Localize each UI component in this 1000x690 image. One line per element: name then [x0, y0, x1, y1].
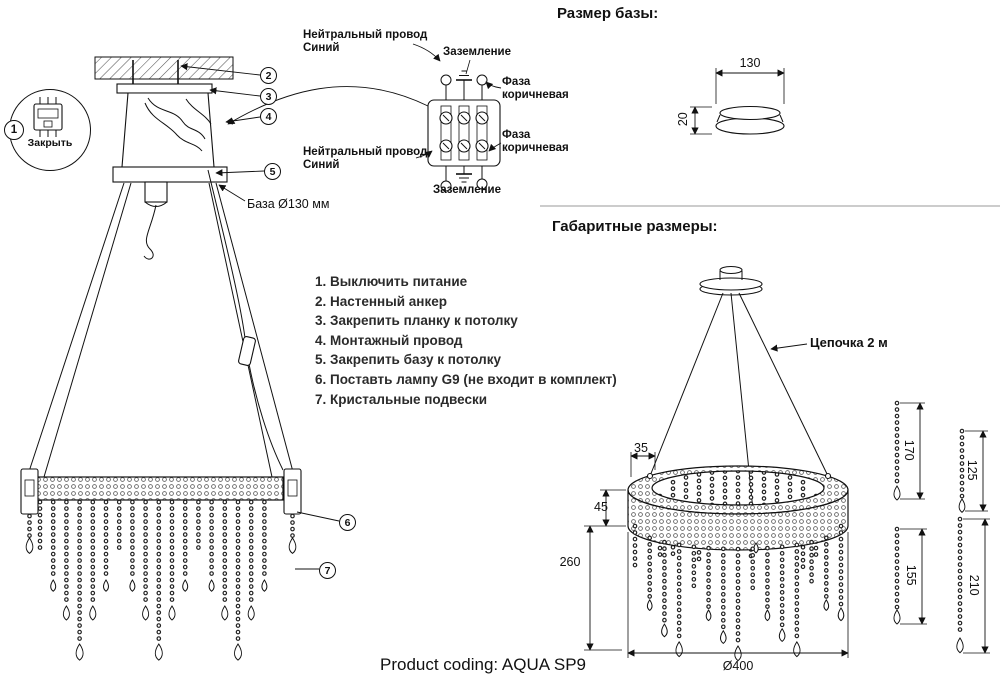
switch-label: Закрыть	[27, 137, 73, 149]
ground-label-bottom: Заземление	[433, 184, 502, 196]
dim-diameter: Ø400	[722, 659, 754, 673]
dim-strand-a: 170	[902, 439, 917, 461]
chain-length-label: Цепочка 2 м	[810, 335, 888, 350]
ring-deco	[753, 542, 759, 554]
callout-7: 7	[319, 562, 336, 579]
dim-ring-height: 45	[594, 500, 608, 514]
wiring-drawing	[227, 43, 502, 192]
instruction-item: 3. Закрепить планку к потолку	[315, 313, 518, 329]
dim-base-height: 20	[675, 112, 690, 127]
base-size-drawing	[690, 68, 785, 135]
overall-size-title: Габаритные размеры:	[552, 218, 718, 235]
phase-label-bottom: Фаза коричневая	[502, 129, 569, 154]
overall-drawing	[584, 265, 849, 662]
callout-5: 5	[264, 163, 281, 180]
instruction-item: 1. Выключить питание	[315, 274, 468, 289]
dim-strand-drop: 260	[559, 555, 581, 569]
dim-strand-c: 155	[904, 564, 919, 586]
dim-strand-d: 210	[967, 574, 982, 596]
dim-base-width: 130	[739, 56, 761, 70]
ground-label-top: Заземление	[443, 46, 512, 58]
callout-leaders	[180, 63, 340, 570]
instruction-item: 5. Закрепить базу к потолку	[315, 352, 502, 368]
left-strands	[25, 499, 297, 661]
base-diameter-label: База Ø130 мм	[247, 197, 330, 211]
dim-ring-width: 35	[634, 441, 648, 455]
callout-6: 6	[339, 514, 356, 531]
callout-2: 2	[260, 67, 277, 84]
instruction-item: 7. Кристальные подвески	[315, 391, 488, 407]
detail-dims	[900, 402, 990, 654]
base-size-title: Размер базы:	[557, 5, 659, 22]
callout-1: 1	[4, 120, 24, 140]
neutral-wire-label-top: Нейтральный провод Синий	[303, 29, 428, 54]
cable-drawing	[29, 169, 293, 478]
instruction-item: 6. Поставть лампу G9 (не входит в компле…	[315, 371, 617, 387]
instruction-item: 2. Настенный анкер	[315, 293, 447, 309]
callout-3: 3	[260, 88, 277, 105]
product-coding: Product coding: AQUA SP9	[380, 655, 587, 674]
right-strands-front	[632, 523, 845, 662]
neutral-wire-label-bottom: Нейтральный провод Синий	[303, 146, 428, 171]
instruction-item: 4. Монтажный провод	[315, 332, 463, 348]
phase-label-top: Фаза коричневая	[502, 76, 569, 101]
detail-strands	[893, 400, 966, 654]
ceiling-drawing	[94, 56, 234, 260]
instructions-list: 1. Выключить питание 2. Настенный анкер …	[315, 272, 617, 409]
callout-4: 4	[260, 108, 277, 125]
ring-drawing	[20, 468, 302, 515]
dim-strand-b: 125	[965, 459, 980, 481]
